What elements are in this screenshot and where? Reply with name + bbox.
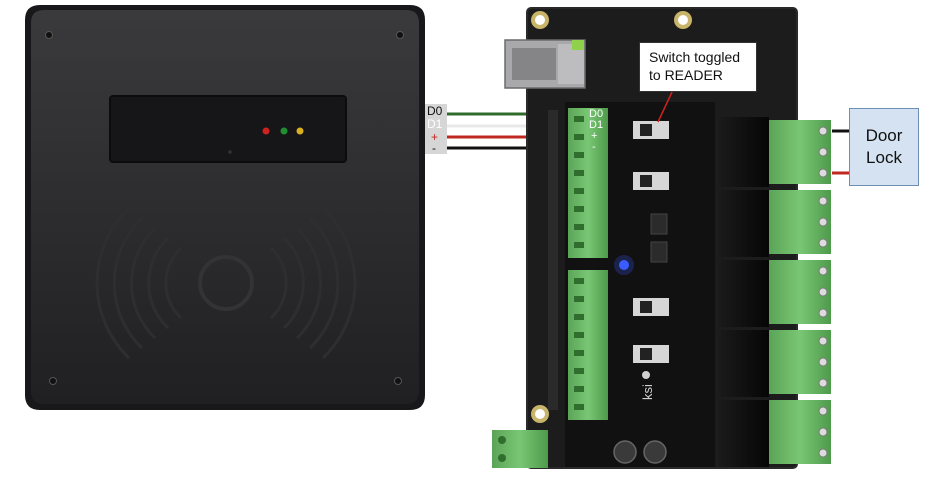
ethernet-port-icon [504, 39, 586, 89]
relay-terminal-block-icon [769, 120, 831, 464]
board-brand: ksi [640, 384, 655, 400]
door-lock-line1: Door [865, 126, 903, 145]
board-pin-d1: D1 [589, 119, 603, 131]
door-lock-line2: Lock [866, 148, 902, 167]
reader-wire-plus: + [431, 130, 438, 144]
switch-callout-line2: to READER [649, 67, 723, 83]
reader-wire-d0: D0 [427, 104, 443, 118]
relay-icon [719, 117, 769, 467]
status-led-icon [619, 260, 629, 270]
led-green-icon [280, 127, 288, 135]
switch-callout-line1: Switch toggled [649, 49, 741, 65]
reader-wire-d1: D1 [427, 117, 443, 131]
switch-callout-pointer [657, 91, 673, 123]
switch-callout: Switch toggled to READER [639, 42, 757, 92]
rfid-reader-icon [25, 5, 425, 410]
reader-wire-label-strip [425, 104, 447, 154]
board-pin-minus: - [592, 141, 596, 153]
reader-wire-minus: - [432, 141, 436, 155]
reader-switch-icon [633, 121, 669, 363]
led-red-icon [262, 127, 270, 135]
door-lock-box: Door Lock [849, 108, 919, 186]
board-pin-plus: + [591, 130, 597, 142]
access-controller-board-icon: D0 D1 + - ksi [492, 7, 831, 469]
led-yellow-icon [296, 127, 304, 135]
board-pin-d0: D0 [589, 108, 603, 120]
terminal-block-icon [568, 108, 608, 420]
